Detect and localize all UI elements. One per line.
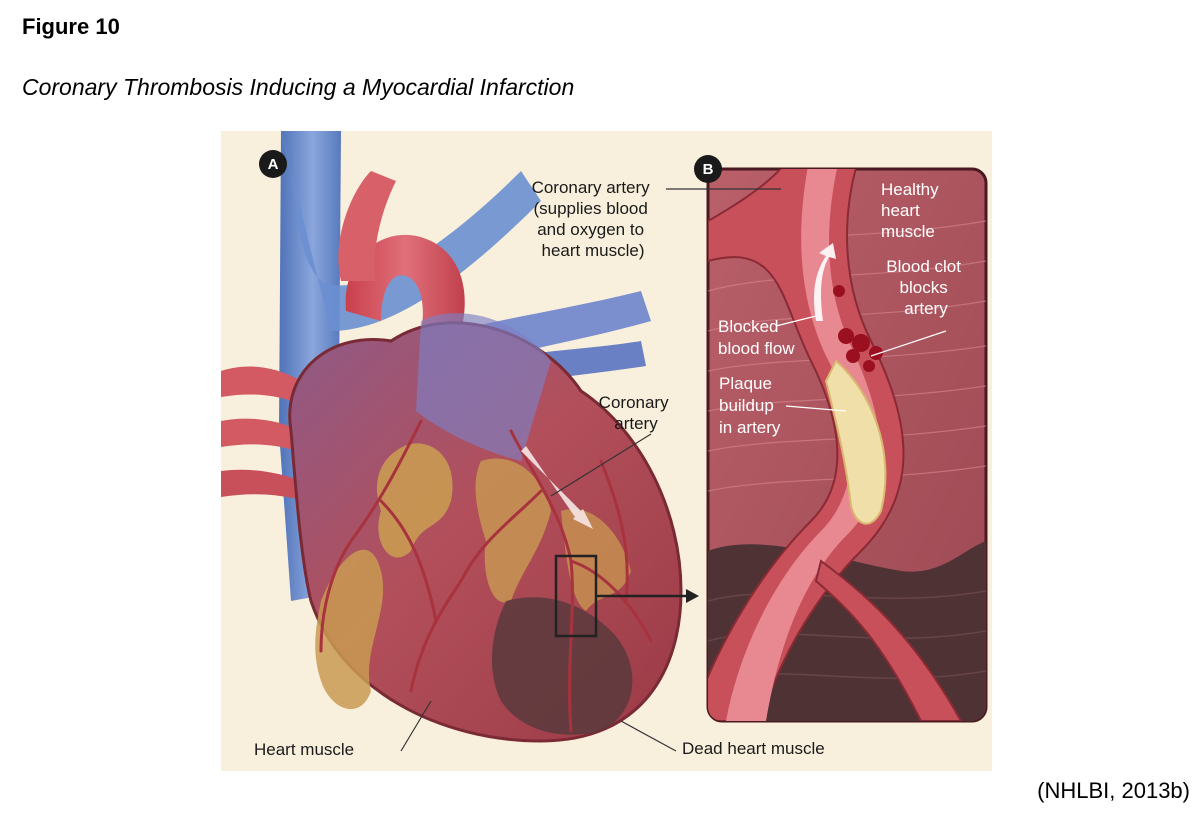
label-dead-heart-muscle: Dead heart muscle xyxy=(682,739,825,758)
label-plaque-buildup: Plaque buildup in artery xyxy=(719,374,781,437)
heart-illustration: A xyxy=(221,131,992,771)
panel-b-badge-label: B xyxy=(703,161,714,178)
label-heart-muscle: Heart muscle xyxy=(254,740,354,759)
panel-a-badge-label: A xyxy=(268,156,279,173)
citation: (NHLBI, 2013b) xyxy=(1037,778,1190,804)
figure-title: Coronary Thrombosis Inducing a Myocardia… xyxy=(22,74,574,101)
figure-number: Figure 10 xyxy=(22,14,120,40)
